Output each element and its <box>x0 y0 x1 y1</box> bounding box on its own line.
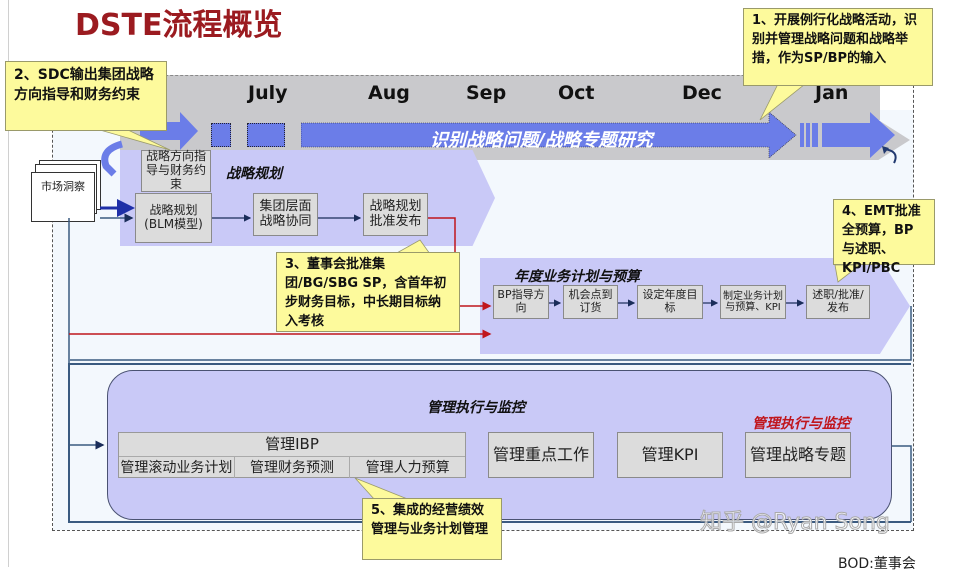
footer-note: BOD:董事会 <box>838 556 916 572</box>
watermark: 知乎 @Ryan Song <box>700 510 891 536</box>
loop-arrow-icon <box>101 140 124 177</box>
month-dec: Dec <box>682 82 722 104</box>
strategy-research-arrow-icon <box>301 112 797 159</box>
execution-title: 管理执行与监控 <box>427 400 525 416</box>
loop-arrow-icon <box>882 146 897 164</box>
callout-2: 2、SDC输出集团战略方向指导和财务约束 <box>5 61 167 131</box>
callout-4: 4、EMT批准全预算，BP与述职、KPI/PBC <box>833 199 935 276</box>
start-arrow-icon <box>140 112 198 150</box>
group-synergy-box: 集团层面战略协同 <box>253 193 318 236</box>
timeline-segment <box>211 123 231 147</box>
callout-1: 1、开展例行化战略活动，识别并管理战略问题和战略举措，作为SP/BP的输入 <box>743 8 933 86</box>
month-jan: Jan <box>815 82 849 104</box>
execution-red-title: 管理执行与监控 <box>752 416 850 432</box>
strategy-plan-blm-box: 战略规划(BLM模型) <box>135 193 212 243</box>
page-edge-line <box>8 0 9 567</box>
annual-target-box: 设定年度目标 <box>637 285 703 319</box>
timeline-segment <box>247 123 285 147</box>
end-arrow-icon <box>800 112 895 158</box>
market-insight-doc: 市场洞察 <box>31 172 95 222</box>
annual-plan-title: 年度业务计划与预算 <box>514 269 640 285</box>
month-sep: Sep <box>466 82 507 104</box>
business-plan-budget-box: 制定业务计划与预算、KPI <box>720 285 786 319</box>
page-title: DSTE流程概览 <box>75 8 283 43</box>
month-aug: Aug <box>368 82 410 104</box>
ibp-cell-rolling-plan: 管理滚动业务计划 <box>119 457 235 478</box>
opportunity-to-order-box: 机会点到订货 <box>563 285 618 319</box>
ibp-header: 管理IBP <box>265 435 319 453</box>
strategy-approval-box: 战略规划批准发布 <box>363 193 428 236</box>
ibp-row: 管理滚动业务计划 管理财务预测 管理人力预算 <box>119 456 465 478</box>
bp-guidance-box: BP指导方向 <box>493 285 549 319</box>
report-approve-publish-box: 述职/批准/发布 <box>806 285 870 319</box>
strategy-research-label: 识别战略问题/战略专题研究 <box>430 130 653 151</box>
ibp-cell-financial-forecast: 管理财务预测 <box>235 457 351 478</box>
month-oct: Oct <box>558 82 595 104</box>
callout-5: 5、集成的经营绩效管理与业务计划管理 <box>362 498 502 560</box>
kpi-box: 管理KPI <box>617 432 723 478</box>
ibp-box: 管理IBP 管理滚动业务计划 管理财务预测 管理人力预算 <box>118 432 466 478</box>
strategy-planning-title: 战略规划 <box>226 166 282 182</box>
callout-3: 3、董事会批准集团/BG/SBG SP，含首年初步财务目标，中长期目标纳入考核 <box>276 252 460 332</box>
key-work-box: 管理重点工作 <box>488 432 594 478</box>
month-july: July <box>248 82 288 104</box>
strategy-direction-box: 战略方向指导与财务约束 <box>141 149 211 192</box>
strategy-topic-box: 管理战略专题 <box>745 432 851 478</box>
ibp-cell-hr-budget: 管理人力预算 <box>365 460 450 476</box>
